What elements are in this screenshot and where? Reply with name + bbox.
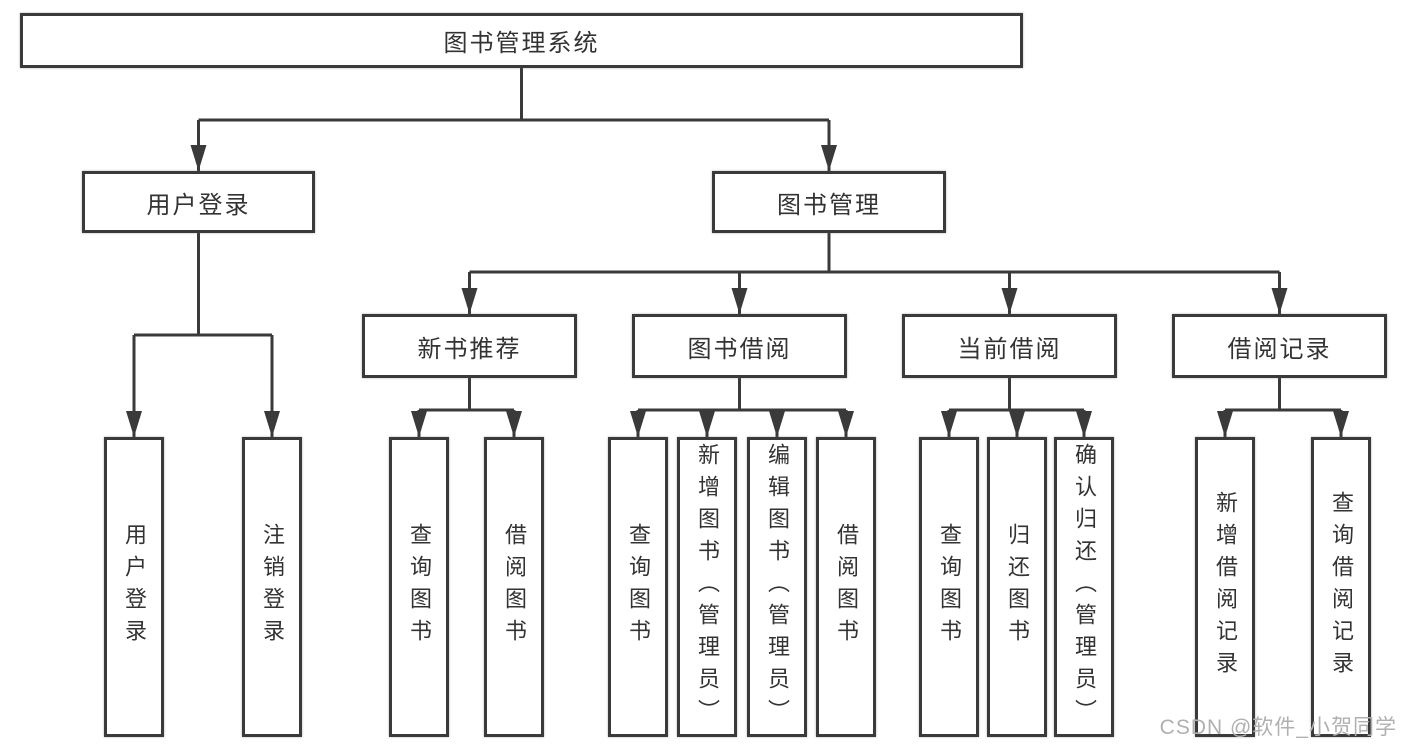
watermark: CSDN @软件_小贺同学 [1159,716,1397,739]
leaf-confirm-return-admin-label: 确认归还（管理员） [1072,443,1097,731]
arrowhead [126,411,142,437]
arrowhead [1076,411,1092,437]
arrowhead [190,145,207,171]
leaf-return-books-label: 归还图书 [1005,523,1030,651]
arrowhead [699,411,715,437]
arrowhead [838,411,854,437]
leaf-logout-login: 注销登录 [242,437,302,737]
leaf-borrow-books-recommend-label: 借阅图书 [502,523,527,651]
node-book-management: 图书管理 [712,171,946,233]
leaf-borrow-books-borrow: 借阅图书 [816,437,876,737]
leaf-add-book-admin-label: 新增图书（管理员） [695,443,720,731]
leaf-edit-book-admin-label: 编辑图书（管理员） [765,443,790,731]
arrowhead [506,411,522,437]
leaf-user-login-label: 用户登录 [122,523,147,651]
node-user-login: 用户登录 [82,171,315,233]
arrowhead [821,145,837,171]
node-new-book-recommendation-label: 新书推荐 [417,335,522,363]
arrowhead [461,288,478,314]
arrowhead [264,411,280,437]
leaf-query-books-current: 查询图书 [919,437,979,737]
connector-lines [132,68,1343,437]
leaf-borrow-books-recommend: 借阅图书 [484,437,544,737]
leaf-query-borrow-record-label: 查询借阅记录 [1329,491,1354,683]
leaf-query-books-borrow-label: 查询图书 [626,523,651,651]
node-book-borrowing: 图书借阅 [632,314,847,378]
node-book-borrowing-label: 图书借阅 [687,335,792,363]
node-new-book-recommendation: 新书推荐 [362,314,577,378]
leaf-confirm-return-admin: 确认归还（管理员） [1054,437,1114,737]
arrowhead [411,411,427,437]
arrowhead [769,411,785,437]
leaf-query-books-recommend: 查询图书 [389,437,449,737]
leaf-add-borrow-record-label: 新增借阅记录 [1213,491,1238,683]
node-current-borrowing-label: 当前借阅 [957,335,1062,363]
node-borrowing-records-label: 借阅记录 [1227,335,1332,363]
leaf-borrow-books-borrow-label: 借阅图书 [834,523,859,651]
leaf-add-book-admin: 新增图书（管理员） [677,437,737,737]
arrowhead [1271,288,1288,314]
leaf-query-books-recommend-label: 查询图书 [407,523,432,651]
node-book-management-label: 图书管理 [777,191,881,219]
leaf-logout-login-label: 注销登录 [260,523,285,651]
node-current-borrowing: 当前借阅 [902,314,1117,378]
arrowhead [1333,411,1349,437]
arrowhead [1009,411,1025,437]
node-user-login-label: 用户登录 [146,191,251,219]
leaf-return-books: 归还图书 [987,437,1047,737]
node-library-management-system-label: 图书管理系统 [443,30,600,57]
arrowhead [1001,288,1018,314]
arrowhead [731,288,748,314]
leaf-query-borrow-record: 查询借阅记录 [1311,437,1371,737]
leaf-add-borrow-record: 新增借阅记录 [1195,437,1255,737]
node-borrowing-records: 借阅记录 [1172,314,1387,378]
leaf-edit-book-admin: 编辑图书（管理员） [747,437,807,737]
node-library-management-system: 图书管理系统 [20,13,1023,68]
arrowhead [630,411,646,437]
leaf-query-books-borrow: 查询图书 [608,437,668,737]
arrowhead [1217,411,1233,437]
leaf-query-books-current-label: 查询图书 [937,523,962,651]
arrowhead [941,411,957,437]
leaf-user-login: 用户登录 [104,437,164,737]
